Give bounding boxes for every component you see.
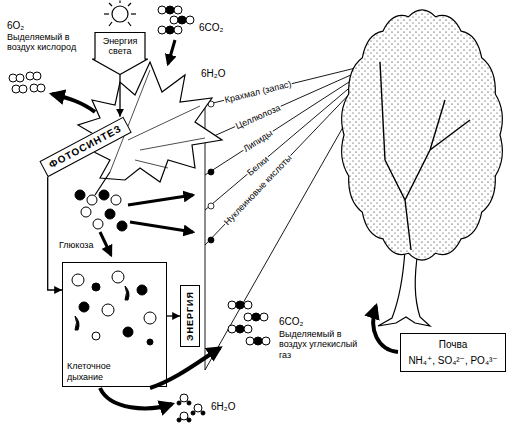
oxygen-molecules [9, 72, 45, 93]
note-label: Выделяемый в воздух кислород [6, 32, 80, 53]
soil-arrow [373, 306, 398, 352]
glucose-arrow [130, 222, 193, 232]
glucose-arrow [100, 232, 111, 255]
soil-box: ПочваNH₄⁺, SO₄²⁻, PO₄³⁻ [400, 333, 506, 372]
tree-crown-texture [342, 10, 503, 260]
note-label: Выделяемый в воздух углекислый газ [278, 329, 365, 360]
tree-branches [380, 62, 470, 250]
substance-label: Крахмал (запас) [222, 79, 293, 106]
carbon-dioxide-molecules [228, 301, 270, 345]
formula-label: 6CO₂ [198, 22, 224, 34]
water-molecules [177, 394, 205, 422]
glucose-molecules [75, 190, 127, 231]
energy-band: ЭНЕРГИЯ [180, 285, 200, 347]
formula-label: 6CO₂ [278, 316, 304, 328]
node-text: Энергия света [97, 36, 143, 57]
co2-arrow [150, 348, 220, 388]
node-text: NH₄⁺, SO₄²⁻, PO₄³⁻ [405, 355, 501, 367]
formula-label: 6H₂O [210, 401, 236, 413]
arrow-outline [93, 33, 148, 75]
connector-arrow [119, 75, 120, 117]
connector-arrow [48, 177, 62, 290]
tree-crown [342, 10, 503, 260]
node-text: Почва [405, 339, 501, 351]
carbon-dioxide-molecules [158, 6, 194, 34]
respiration-molecules [72, 271, 156, 345]
respiration-box: Клеточное дыхание [62, 262, 167, 387]
co2-arrow [168, 40, 175, 64]
substance-label: Целлюлоза [233, 102, 283, 132]
formula-label: 6H₂O [200, 68, 226, 80]
connector-arrow [167, 315, 180, 316]
node-text: Клеточное дыхание [67, 361, 139, 382]
molecule-icons [208, 101, 214, 243]
glucose-arrow [128, 195, 193, 205]
formula-label: 6O₂ [6, 20, 25, 32]
substance-label: Глюкоза [58, 240, 94, 250]
sun-icon [104, 1, 136, 27]
light-arrow: Энергия света [92, 32, 148, 75]
node-text: ЭНЕРГИЯ [185, 291, 195, 341]
water-arrow [100, 388, 172, 408]
tree-trunk [378, 250, 430, 326]
oxygen-arrow [52, 94, 95, 112]
substance-label: Липиды [240, 127, 275, 154]
